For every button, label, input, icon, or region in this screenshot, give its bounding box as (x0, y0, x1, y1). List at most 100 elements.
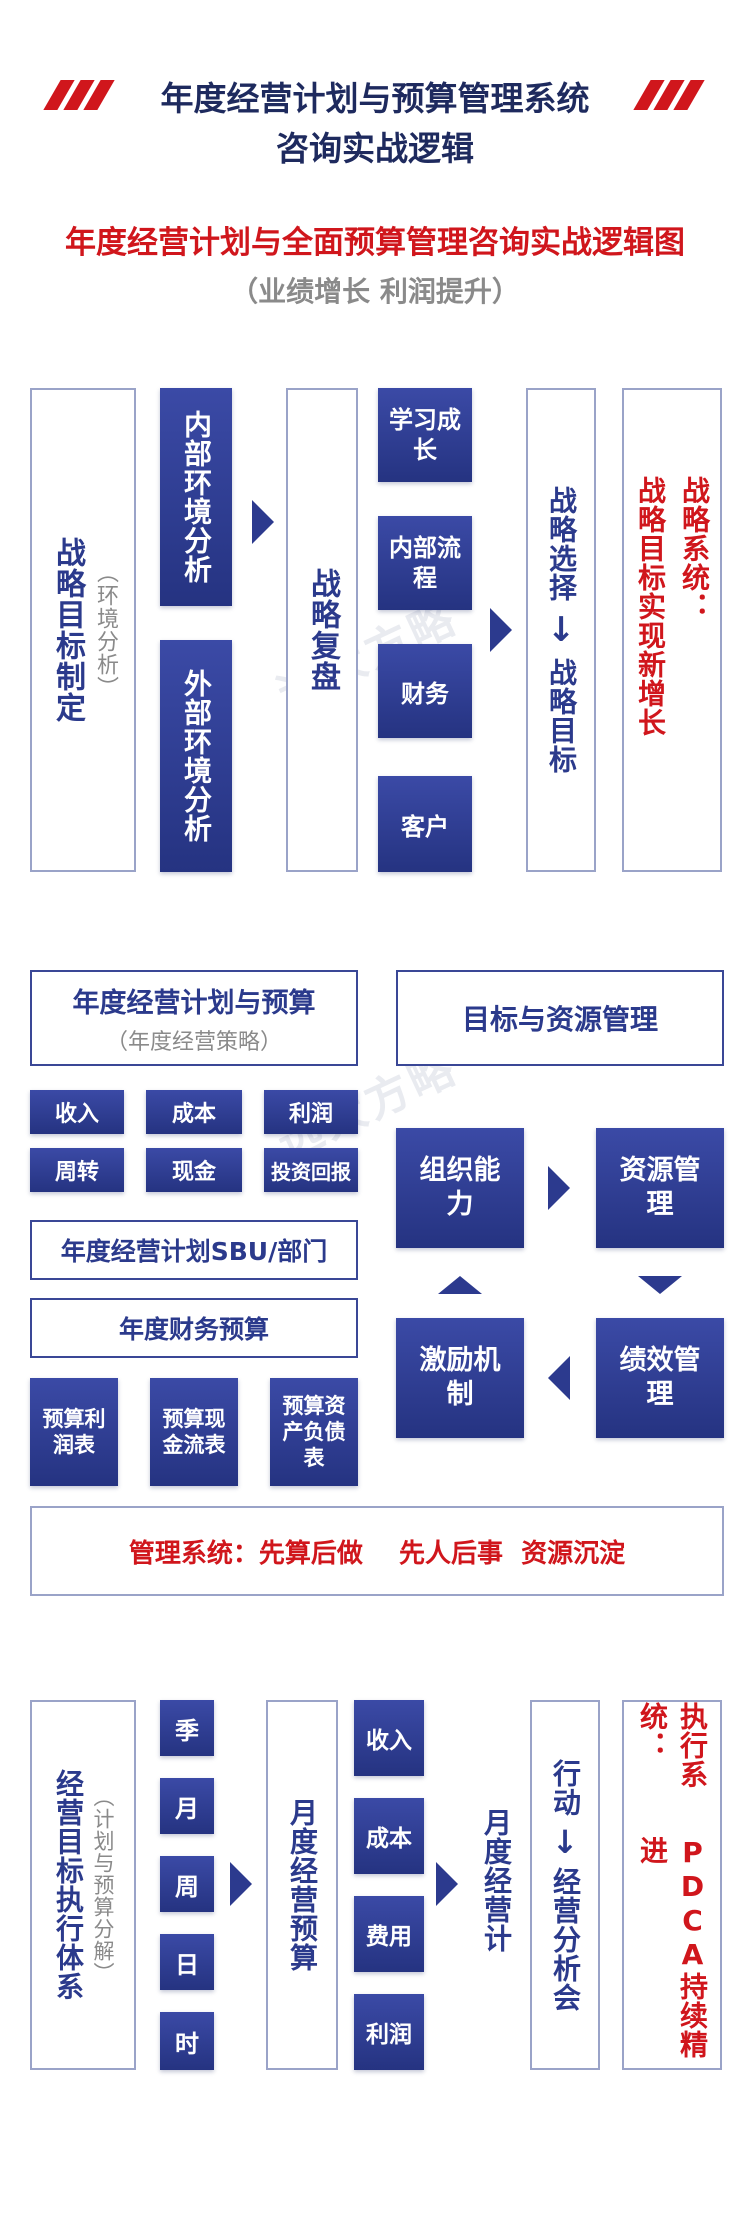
exec-system-box: 经营目标执行体系 （计划与预算分解） (30, 1700, 136, 2070)
cycle-org-label: 组织能力 (419, 1155, 501, 1220)
cycle-resource-label: 资源管理 (619, 1155, 701, 1220)
cycle-incentive-label: 激励机制 (419, 1345, 501, 1410)
internal-env-label: 内部环境分析 (180, 410, 213, 584)
period-week: 周 (160, 1856, 214, 1912)
monthly-budget-box: 月度经营预算 (266, 1700, 338, 2070)
choice-label: 战略选择 (545, 486, 578, 602)
item-profit: 利润 (354, 1994, 424, 2070)
page-title-line2: 咨询实战逻辑 (276, 129, 474, 168)
bsc-process: 内部流程 (378, 516, 472, 610)
finance-budget-box: 年度财务预算 (30, 1298, 358, 1358)
cycle-incentive: 激励机制 (396, 1318, 524, 1438)
external-env-label: 外部环境分析 (180, 669, 213, 843)
item-profit-label: 利润 (366, 2022, 412, 2048)
arrow-up-cycle (438, 1276, 482, 1294)
analysis-label: 经营分析会 (549, 1866, 582, 2012)
metric-roi-label: 投资回报 (271, 1159, 351, 1184)
arrow-right-3 (230, 1862, 252, 1906)
bsc-finance-label: 财务 (401, 679, 449, 708)
exec-system-note: （计划与预算分解） (91, 1786, 115, 1984)
resource-title-label: 目标与资源管理 (461, 1003, 658, 1036)
monthly-plan: 月度经营计 (470, 1780, 522, 1980)
bsc-learning: 学习成长 (378, 388, 472, 482)
statement-balance: 预算资产负债表 (270, 1378, 358, 1486)
statement-profit-label: 预算利润表 (42, 1407, 106, 1457)
metric-turnover-label: 周转 (54, 1160, 99, 1185)
strategy-goal-box: 战略目标制定 （环境分析） (30, 388, 136, 872)
cycle-performance-label: 绩效管理 (619, 1345, 701, 1410)
diagram-title: 年度经营计划与全面预算管理咨询实战逻辑图 (65, 224, 685, 261)
arrow-right-cycle (548, 1166, 570, 1210)
exec-system-label: 经营目标执行体系 (52, 1769, 85, 2001)
metric-cost-label: 成本 (171, 1102, 216, 1127)
resource-title-box: 目标与资源管理 (396, 970, 724, 1066)
cycle-performance: 绩效管理 (596, 1318, 724, 1438)
period-month: 月 (160, 1778, 214, 1834)
item-revenue: 收入 (354, 1700, 424, 1776)
item-expense-label: 费用 (366, 1924, 412, 1950)
cycle-org: 组织能力 (396, 1128, 524, 1248)
review-label: 战略复盘 (305, 568, 340, 692)
bsc-learning-label: 学习成长 (389, 406, 461, 464)
period-day-label: 日 (175, 1950, 199, 1979)
period-hour-label: 时 (175, 2029, 199, 2058)
exec-pdca-box: 执行系统： PDCA持续精进 (622, 1700, 722, 2070)
action-label: 行动 (549, 1758, 582, 1817)
diagram-subtitle: （业绩增长 利润提升） (230, 275, 520, 308)
arrow-left-cycle (548, 1356, 570, 1400)
sbu-plan-box: 年度经营计划SBU/部门 (30, 1220, 358, 1280)
management-system-box: 管理系统：先算后做 先人后事 资源沉淀 (30, 1506, 724, 1596)
monthly-plan-label: 月度经营计 (480, 1807, 513, 1953)
metric-cash: 现金 (146, 1148, 242, 1192)
period-day: 日 (160, 1934, 214, 1990)
item-revenue-label: 收入 (366, 1728, 412, 1754)
statement-cashflow: 预算现金流表 (150, 1378, 238, 1486)
strategy-system-box: 战略系统： 战略目标实现新增长 (622, 388, 722, 872)
bsc-customer-label: 客户 (401, 812, 449, 841)
metric-revenue: 收入 (30, 1090, 124, 1134)
metric-profit: 利润 (264, 1090, 358, 1134)
monthly-budget-label: 月度经营预算 (286, 1798, 319, 1972)
target-label: 战略目标 (545, 658, 578, 774)
statement-balance-label: 预算资产负债表 (282, 1394, 346, 1470)
statement-profit: 预算利润表 (30, 1378, 118, 1486)
metric-cost: 成本 (146, 1090, 242, 1134)
bsc-process-label: 内部流程 (389, 534, 461, 592)
period-quarter: 季 (160, 1700, 214, 1756)
metric-roi: 投资回报 (264, 1148, 358, 1192)
header-stripes-right (633, 80, 705, 110)
arrow-down-cycle (638, 1276, 682, 1294)
period-hour: 时 (160, 2012, 214, 2070)
bsc-customer: 客户 (378, 776, 472, 872)
item-cost: 成本 (354, 1798, 424, 1874)
metric-turnover: 周转 (30, 1148, 124, 1192)
arrow-right-2 (490, 608, 512, 652)
action-down-arrow-icon: ↓ (551, 1822, 579, 1861)
plan-budget-note: （年度经营策略） (105, 1029, 282, 1055)
management-system-label: 管理系统：先算后做 先人后事 资源沉淀 (128, 1538, 626, 1569)
cycle-resource: 资源管理 (596, 1128, 724, 1248)
arrow-right-4 (436, 1862, 458, 1906)
review-box: 战略复盘 (286, 388, 358, 872)
item-cost-label: 成本 (366, 1826, 412, 1852)
strategy-system-text: 战略目标实现新增长 (634, 476, 667, 737)
bsc-finance: 财务 (378, 644, 472, 738)
arrow-right-1 (252, 500, 274, 544)
exec-pdca-label: 执行系统： (636, 1702, 709, 1789)
sbu-plan-label: 年度经营计划SBU/部门 (60, 1237, 328, 1266)
strategy-system-label: 战略系统： (678, 476, 711, 621)
action-box: 行动 ↓ 经营分析会 (530, 1700, 600, 2070)
metric-profit-label: 利润 (288, 1102, 333, 1127)
exec-pdca-text: PDCA持续精进 (636, 1835, 709, 2059)
metric-cash-label: 现金 (171, 1160, 216, 1185)
page-title-line1: 年度经营计划与预算管理系统 (160, 79, 590, 118)
period-month-label: 月 (175, 1794, 199, 1823)
item-expense: 费用 (354, 1896, 424, 1972)
choice-down-arrow-icon: ↓ (546, 610, 576, 650)
plan-budget-title: 年度经营计划与预算 (72, 987, 316, 1019)
period-week-label: 周 (175, 1872, 199, 1901)
metric-revenue-label: 收入 (54, 1102, 99, 1127)
choice-box: 战略选择 ↓ 战略目标 (526, 388, 596, 872)
period-quarter-label: 季 (175, 1716, 199, 1745)
statement-cashflow-label: 预算现金流表 (162, 1407, 226, 1457)
